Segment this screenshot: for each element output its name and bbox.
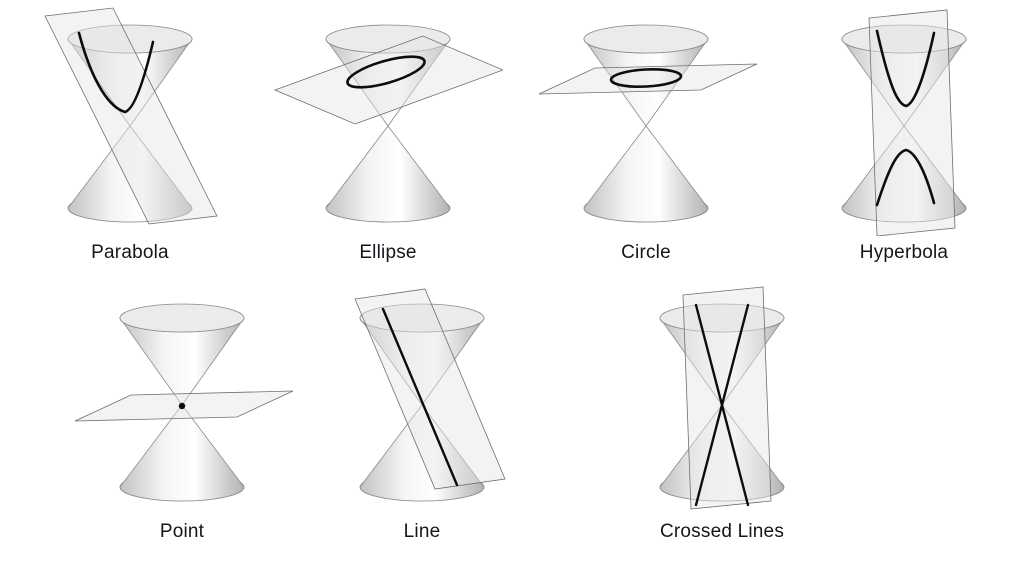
figure-crossed-lines: Crossed Lines <box>602 285 842 544</box>
figure-label: Point <box>159 520 205 542</box>
circle-intersection-curve <box>609 68 683 88</box>
figure-point: Point <box>62 285 302 544</box>
hyperbola-cone-graphic <box>841 9 967 236</box>
bottom-cone <box>841 125 967 223</box>
figure-label: Hyperbola <box>859 242 949 263</box>
ellipse-intersection-group <box>346 55 426 89</box>
parabola-intersection-curve <box>77 31 155 114</box>
circle-cone-graphic <box>538 24 758 223</box>
bottom-cone <box>325 125 451 223</box>
bottom-cone <box>583 125 709 223</box>
bottom-cone <box>119 404 245 502</box>
hyperbola-upper-branch <box>875 29 936 108</box>
top-cone-rim <box>583 24 709 54</box>
cutting-plane <box>868 9 956 236</box>
figure-label: Ellipse <box>359 242 417 263</box>
ellipse-intersection-curve <box>346 55 426 89</box>
bottom-cone <box>659 404 785 502</box>
ellipse-cone-graphic <box>273 24 503 223</box>
figure-label: Circle <box>621 242 671 263</box>
parabola-cone-graphic <box>44 7 218 225</box>
cutting-plane <box>354 288 506 490</box>
crossed-line-2 <box>694 303 750 506</box>
point-cone-graphic <box>74 303 294 502</box>
top-cone-rim <box>325 24 451 54</box>
top-cone-rim <box>841 24 967 54</box>
figure-line: Line <box>302 285 542 544</box>
conic-row-bottom: Point Line <box>0 285 1034 544</box>
figure-label: Crossed Lines <box>659 520 785 542</box>
cutting-plane <box>273 35 503 125</box>
figure-label: Line <box>403 520 441 542</box>
figure-label: Parabola <box>91 242 169 263</box>
figure-hyperbola: Hyperbola <box>778 6 1030 265</box>
top-cone-rim <box>67 24 193 54</box>
bottom-cone <box>67 125 193 223</box>
figure-circle: Circle <box>520 6 772 265</box>
top-cone-rim <box>659 303 785 333</box>
conic-sections-diagram: Parabola Ellipse <box>0 0 1034 544</box>
crossed-lines-cone-graphic <box>659 286 785 510</box>
circle-intersection-group <box>609 68 683 88</box>
cutting-plane <box>538 63 758 95</box>
hyperbola-lower-branch <box>875 148 936 207</box>
figure-parabola: Parabola <box>4 6 256 265</box>
conic-row-top: Parabola Ellipse <box>0 0 1034 265</box>
line-cone-graphic <box>354 288 506 502</box>
top-cone-rim <box>119 303 245 333</box>
line-intersection <box>381 307 459 486</box>
point-intersection-dot <box>178 402 186 409</box>
cutting-plane <box>682 286 772 510</box>
figure-ellipse: Ellipse <box>262 6 514 265</box>
